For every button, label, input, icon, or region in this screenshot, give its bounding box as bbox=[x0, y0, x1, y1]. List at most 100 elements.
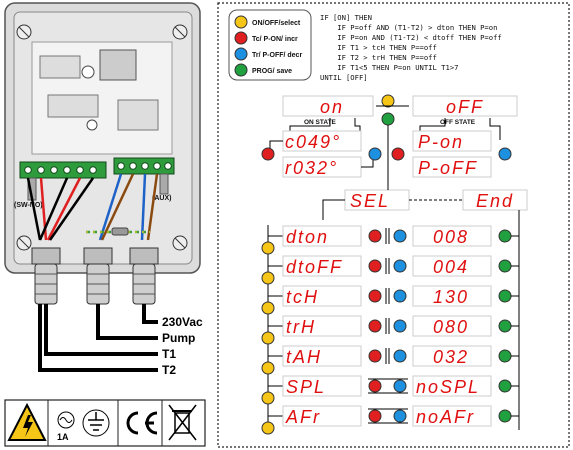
screw-icon bbox=[172, 24, 188, 40]
tc-pon-button-icon bbox=[368, 319, 382, 333]
wire-label-pump: Pump bbox=[162, 331, 195, 345]
prog-button-icon bbox=[498, 319, 512, 333]
tr-poff-button-icon bbox=[393, 379, 407, 393]
tr-poff-button-icon bbox=[393, 319, 407, 333]
on-off-button-icon bbox=[261, 241, 275, 255]
code-line: IF T1 > tcH THEN P==off bbox=[320, 43, 437, 52]
weee-bin-icon bbox=[168, 404, 197, 441]
fuse-rating: 1A bbox=[57, 432, 69, 442]
menu-value: 080 bbox=[433, 317, 469, 337]
tr-poff-button-icon bbox=[393, 349, 407, 363]
on-state-loop: c049° r032° bbox=[261, 118, 382, 178]
prog-button-icon bbox=[498, 349, 512, 363]
on-state-label: ON STATE bbox=[304, 119, 337, 126]
menu-name: SPL bbox=[286, 377, 326, 397]
sw-no-label: (SW-NO) bbox=[14, 202, 43, 209]
terminal-block-right bbox=[113, 157, 175, 175]
on-off-button-icon bbox=[234, 15, 248, 29]
screw-icon bbox=[16, 24, 32, 40]
code-line: IF P=on AND (T1-T2) < dtoff THEN P=off bbox=[320, 33, 502, 42]
svg-text:oFF: oFF bbox=[446, 97, 484, 117]
prog-button-icon bbox=[498, 379, 512, 393]
on-off-button-icon bbox=[261, 301, 275, 315]
button-legend: ON/OFF/select Tc/ P-ON/ incr Tr/ P-OFF/ … bbox=[228, 9, 312, 81]
tc-pon-button-icon bbox=[368, 349, 382, 363]
on-off-button-icon bbox=[261, 361, 275, 375]
on-off-button-icon bbox=[261, 331, 275, 345]
legend-label: ON/OFF/select bbox=[252, 20, 301, 27]
control-logic-code: IF [ON] THEN IF P=off AND (T1-T2) > dton… bbox=[320, 13, 502, 82]
prog-button-icon bbox=[498, 229, 512, 243]
prog-button-icon bbox=[498, 289, 512, 303]
ground-icon bbox=[82, 409, 110, 437]
wire-label-230vac: 230Vac bbox=[162, 315, 203, 329]
display-off: oFF bbox=[412, 95, 518, 117]
on-off-button-icon bbox=[261, 421, 275, 435]
external-cables bbox=[38, 304, 158, 372]
wire-label-t1: T1 bbox=[162, 347, 176, 361]
wire-label-t2: T2 bbox=[162, 363, 176, 377]
tc-pon-button-icon bbox=[261, 147, 275, 161]
legend-label: Tr/ P-OFF/ decr bbox=[252, 52, 302, 59]
code-line: IF P=off AND (T1-T2) > dton THEN P=on bbox=[320, 23, 497, 32]
tr-poff-button-icon bbox=[498, 147, 512, 161]
ac-fuse-icon: 1A bbox=[57, 411, 75, 442]
menu-name: tcH bbox=[286, 287, 319, 307]
prog-button-icon bbox=[381, 112, 395, 126]
menu-value: 032 bbox=[433, 347, 469, 367]
menu-row-spl: SPL noSPL bbox=[261, 375, 519, 405]
menu-value: noSPL bbox=[416, 377, 480, 397]
menu-row-dton: dton 008 bbox=[261, 225, 519, 255]
on-off-button-icon bbox=[261, 391, 275, 405]
code-line: IF [ON] THEN bbox=[320, 13, 372, 22]
code-line: UNTIL [OFF] bbox=[320, 73, 368, 82]
display-pump-on: P-on bbox=[418, 132, 464, 152]
prog-button-icon bbox=[498, 409, 512, 423]
menu-value: 008 bbox=[433, 227, 469, 247]
menu-row-trh: trH 080 bbox=[261, 315, 519, 345]
prog-button-icon bbox=[234, 63, 248, 77]
aux-label: (AUX) bbox=[152, 195, 171, 202]
screw-icon bbox=[16, 235, 32, 251]
menu-value: noAFr bbox=[416, 407, 475, 427]
display-r-temp: r032° bbox=[285, 158, 338, 178]
high-voltage-warning-icon bbox=[7, 402, 47, 441]
menu-name: AFr bbox=[285, 407, 321, 427]
on-off-button-icon bbox=[261, 271, 275, 285]
display-c-temp: c049° bbox=[285, 132, 341, 152]
legend-label: PROG/ save bbox=[252, 68, 292, 75]
tc-pon-button-icon bbox=[368, 229, 382, 243]
display-sel: SEL bbox=[350, 191, 390, 211]
tr-poff-button-icon bbox=[393, 259, 407, 273]
terminal-block-left bbox=[19, 161, 107, 179]
menu-row-tch: tcH 130 bbox=[261, 285, 519, 315]
tc-pon-button-icon bbox=[391, 147, 405, 161]
legend-label: Tc/ P-ON/ incr bbox=[252, 36, 298, 43]
menu-value: 130 bbox=[433, 287, 469, 307]
display-pump-off: P-oFF bbox=[418, 158, 478, 178]
program-panel bbox=[217, 2, 570, 448]
menu-name: dtoFF bbox=[286, 257, 343, 277]
menu-row-afr: AFr noAFr bbox=[261, 405, 519, 435]
tr-poff-button-icon bbox=[393, 229, 407, 243]
menu-name: trH bbox=[286, 317, 316, 337]
controller-box: (SW-NO) (AUX) bbox=[4, 2, 201, 274]
tc-pon-button-icon bbox=[368, 379, 382, 393]
cable-gland-middle bbox=[83, 247, 113, 305]
off-state-loop: P-on P-oFF bbox=[391, 118, 512, 178]
menu-name: tAH bbox=[286, 347, 322, 367]
display-on: on bbox=[282, 95, 374, 117]
tr-poff-button-icon bbox=[393, 409, 407, 423]
svg-text:on: on bbox=[320, 97, 344, 117]
tc-pon-button-icon bbox=[368, 409, 382, 423]
menu-name: dton bbox=[286, 227, 329, 247]
tc-pon-button-icon bbox=[368, 289, 382, 303]
display-end: End bbox=[476, 191, 514, 211]
transformer bbox=[99, 49, 137, 81]
tc-pon-button-icon bbox=[234, 31, 248, 45]
code-line: IF T2 > trH THEN P==off bbox=[320, 53, 437, 62]
ce-mark-icon bbox=[126, 411, 158, 435]
